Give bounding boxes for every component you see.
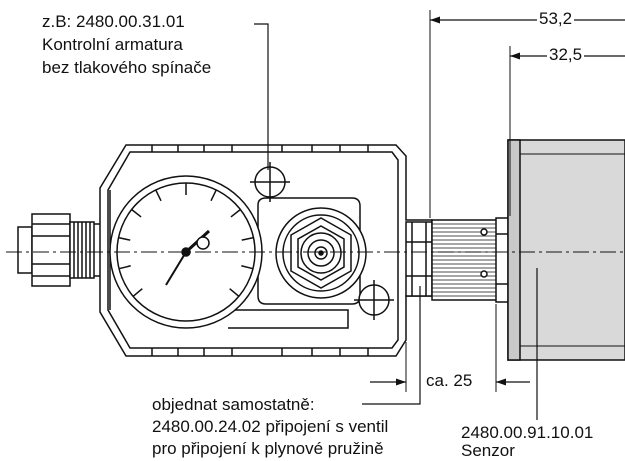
gauge-tick (230, 208, 241, 218)
top-callout-line1: z.B: 2480.00.31.01 (42, 12, 185, 31)
dimension-overall: 53,2 (537, 9, 575, 29)
sensor-callout-line1: 2480.00.91.10.01 (461, 423, 594, 442)
top-callout-leader (254, 23, 269, 170)
bottom-callout-leader (362, 286, 421, 405)
gauge-tick (229, 288, 240, 297)
dimension-sensor: 32,5 (547, 45, 585, 65)
connection-port (275, 207, 367, 299)
top-callout-line3: bez tlakového spínače (42, 58, 212, 77)
gauge-tick (241, 236, 254, 241)
pressure-gauge (109, 175, 263, 329)
bottom-callout-line2: 2480.00.24.02 připojení s ventil (152, 417, 389, 436)
sensor-body (507, 139, 625, 361)
gauge-tick (241, 265, 254, 270)
gauge-tick (155, 189, 162, 202)
bottom-callout-line3: pro připojení k plynové pružině (152, 439, 384, 458)
sensor-callout-line2: Senzor (461, 441, 515, 460)
gauge-tick (210, 189, 217, 202)
bottom-callout-line1: objednat samostatně: (152, 395, 315, 414)
gauge-tick (132, 288, 143, 297)
gauge-tick (118, 265, 131, 270)
dimension-approx: ca. 25 (424, 371, 475, 391)
gauge-tick (131, 208, 142, 218)
knurled-nut (431, 217, 511, 303)
valve-connector (405, 221, 433, 297)
pipe-fitting (17, 213, 100, 287)
gauge-tick (118, 236, 131, 241)
top-callout-line2: Kontrolní armatura (42, 35, 183, 54)
